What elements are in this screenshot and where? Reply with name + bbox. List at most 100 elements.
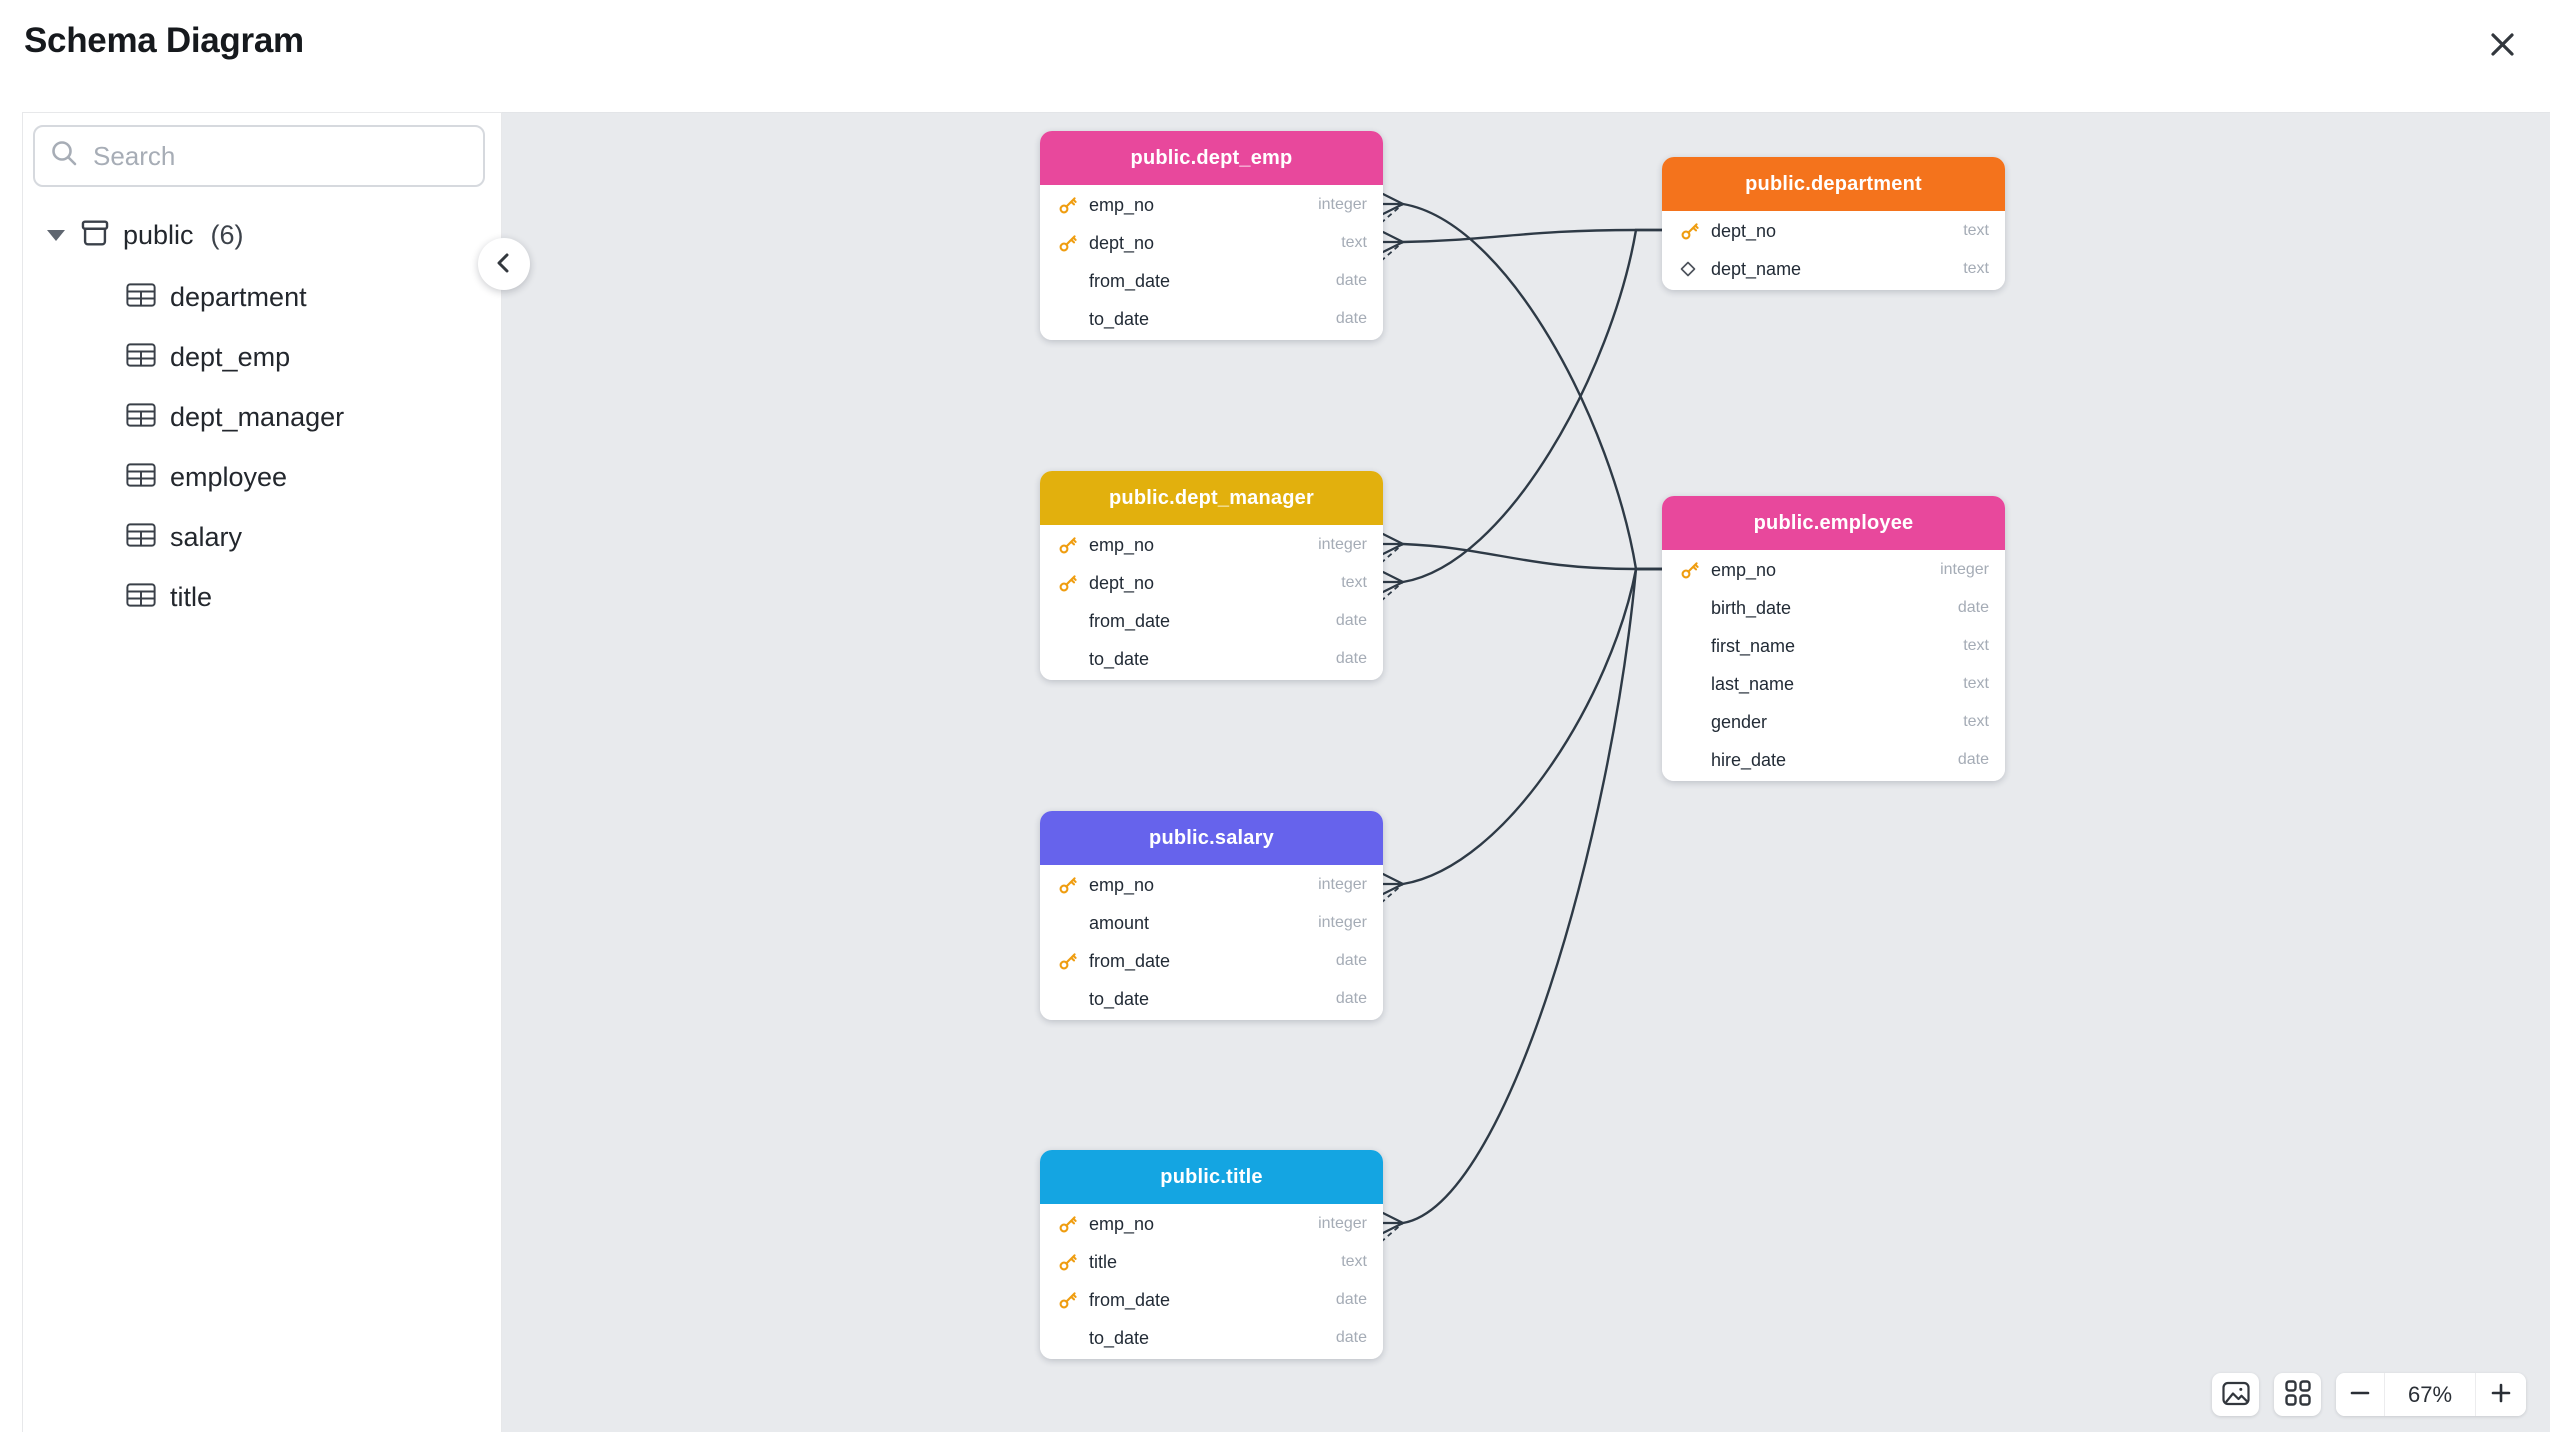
column-name: dept_no	[1089, 572, 1155, 593]
table-item-label: dept_emp	[170, 341, 291, 372]
zoom-out-button[interactable]	[2336, 1373, 2385, 1416]
minimap-button[interactable]	[2274, 1373, 2321, 1416]
column-name: amount	[1089, 912, 1150, 933]
column-type: date	[1335, 1291, 1367, 1308]
key-icon	[1680, 221, 1711, 241]
column-type: integer	[1318, 876, 1367, 893]
plus-icon	[2489, 1381, 2513, 1408]
collapse-sidebar-button[interactable]	[478, 238, 530, 290]
column-name: last_name	[1711, 673, 1795, 694]
table-icon	[126, 582, 156, 613]
close-icon	[2487, 29, 2518, 63]
key-icon	[1058, 1252, 1089, 1272]
column-type: text	[1963, 713, 1989, 730]
edge-salary.emp_no-to-employee.emp_no	[1380, 567, 1662, 904]
table-item-label: employee	[170, 461, 288, 492]
sidebar-item-dept_emp[interactable]: dept_emp	[23, 327, 501, 387]
column-type: integer	[1940, 561, 1989, 578]
chevron-left-icon	[492, 251, 516, 278]
column-type: text	[1963, 260, 1989, 277]
zoom-in-button[interactable]	[2475, 1373, 2526, 1416]
table-list-sidebar: public(6) department dept_emp dept_manager…	[22, 112, 502, 1432]
column-row-emp_no: emp_no integer	[1040, 866, 1383, 904]
sidebar-item-department[interactable]: department	[23, 267, 501, 327]
column-type: text	[1963, 637, 1989, 654]
column-type: date	[1335, 650, 1367, 667]
column-type: date	[1957, 599, 1989, 616]
key-icon	[1058, 573, 1089, 593]
key-icon	[1058, 875, 1089, 895]
column-name: to_date	[1089, 648, 1150, 669]
edge-dept_manager.dept_no-to-department.dept_no	[1380, 228, 1662, 602]
close-button[interactable]	[2482, 26, 2522, 66]
column-type: date	[1335, 272, 1367, 289]
column-name: from_date	[1089, 270, 1171, 291]
column-type: integer	[1318, 196, 1367, 213]
column-type: text	[1341, 1253, 1367, 1270]
column-type: date	[1957, 751, 1989, 768]
export-image-button[interactable]	[2212, 1373, 2259, 1416]
table-node-title: public.employee	[1662, 496, 2005, 550]
column-type: date	[1335, 990, 1367, 1007]
column-type: text	[1341, 234, 1367, 251]
schema-tree: public(6) department dept_emp dept_manager…	[23, 187, 501, 627]
column-name: hire_date	[1711, 749, 1787, 770]
table-node-title: public.dept_manager	[1040, 471, 1383, 525]
column-row-emp_no: emp_no integer	[1662, 551, 2005, 589]
table-icon	[126, 462, 156, 493]
column-row-gender: gender text	[1662, 703, 2005, 741]
titlebar: Schema Diagram	[0, 0, 2550, 112]
grid-icon	[2284, 1380, 2311, 1409]
schema-node-public[interactable]: public(6)	[23, 211, 501, 259]
column-row-from_date: from_date date	[1040, 262, 1383, 300]
column-name: birth_date	[1711, 597, 1792, 618]
image-icon	[2221, 1381, 2250, 1409]
column-type: date	[1335, 952, 1367, 969]
table-item-label: title	[170, 581, 213, 612]
caret-down-icon[interactable]	[47, 229, 65, 241]
search-input[interactable]	[93, 140, 469, 172]
table-item-label: salary	[170, 521, 243, 552]
column-name: emp_no	[1089, 874, 1155, 895]
table-item-label: department	[170, 281, 307, 312]
column-type: date	[1335, 310, 1367, 327]
sidebar-item-salary[interactable]: salary	[23, 507, 501, 567]
column-type: date	[1335, 1329, 1367, 1346]
column-name: from_date	[1089, 610, 1171, 631]
sidebar-item-title[interactable]: title	[23, 567, 501, 627]
column-type: integer	[1318, 536, 1367, 553]
column-name: gender	[1711, 711, 1768, 732]
key-icon	[1058, 951, 1089, 971]
column-name: emp_no	[1711, 559, 1777, 580]
table-icon	[126, 522, 156, 553]
search-icon	[49, 138, 80, 174]
edge-title.emp_no-to-employee.emp_no	[1380, 567, 1662, 1243]
column-type: text	[1963, 222, 1989, 239]
column-row-hire_date: hire_date date	[1662, 741, 2005, 779]
table-icon	[126, 282, 156, 313]
sidebar-item-employee[interactable]: employee	[23, 447, 501, 507]
edge-dept_manager.emp_no-to-employee.emp_no	[1380, 532, 1662, 571]
column-name: from_date	[1089, 950, 1171, 971]
sidebar-item-dept_manager[interactable]: dept_manager	[23, 387, 501, 447]
diamond-icon	[1680, 261, 1711, 277]
